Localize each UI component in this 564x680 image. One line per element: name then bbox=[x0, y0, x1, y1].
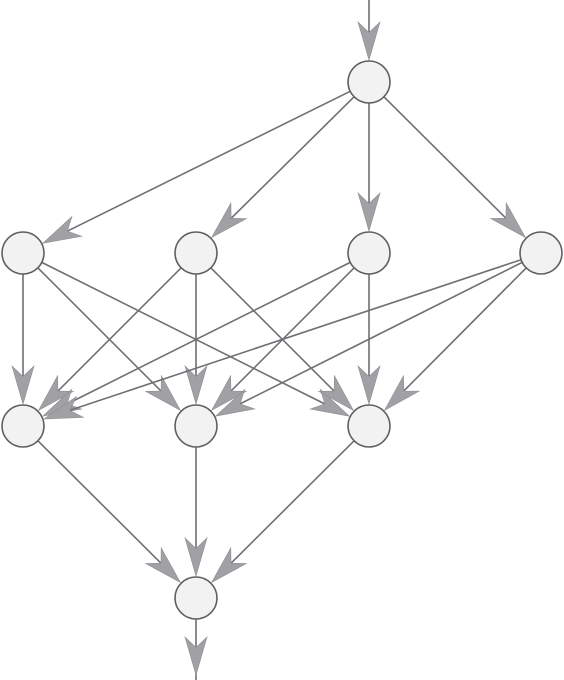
arrowhead bbox=[144, 374, 182, 412]
node-low3 bbox=[347, 404, 391, 448]
edge-line bbox=[54, 267, 182, 395]
edge-input-to-top bbox=[357, 0, 381, 62]
edge-mid2-to-low1 bbox=[37, 267, 182, 412]
arrowhead bbox=[317, 374, 355, 412]
arrowhead bbox=[184, 636, 208, 677]
arrowhead bbox=[144, 546, 182, 584]
arrowhead bbox=[309, 388, 351, 417]
edge-top-to-mid4 bbox=[383, 96, 527, 239]
edge-top-to-mid3 bbox=[357, 103, 381, 233]
edge-mid4-to-low3 bbox=[383, 267, 527, 412]
arrowhead bbox=[210, 374, 248, 412]
edge-line bbox=[235, 261, 523, 407]
edge-line bbox=[400, 267, 527, 395]
arrowhead bbox=[41, 215, 83, 244]
edge-line bbox=[65, 258, 522, 413]
edge-mid4-to-low2 bbox=[214, 261, 523, 417]
edge-bottom-to-output bbox=[184, 619, 208, 680]
arrowhead bbox=[184, 537, 208, 578]
arrowhead bbox=[37, 374, 75, 412]
edge-line bbox=[227, 267, 355, 395]
edge-top-to-mid2 bbox=[210, 96, 355, 239]
arrowhead bbox=[214, 388, 256, 417]
edge-mid1-to-low2 bbox=[37, 267, 182, 412]
arrowhead bbox=[210, 546, 248, 584]
edge-line bbox=[383, 96, 510, 222]
edge-mid1-to-low1 bbox=[11, 274, 35, 406]
edge-line bbox=[37, 440, 165, 567]
node-low2 bbox=[174, 404, 218, 448]
arrowhead bbox=[357, 21, 381, 62]
edge-mid3-to-low2 bbox=[210, 267, 355, 412]
edge-line bbox=[210, 267, 338, 395]
edge-mid2-to-low3 bbox=[210, 267, 355, 412]
edge-mid2-to-low2 bbox=[184, 274, 208, 406]
edge-line bbox=[62, 90, 351, 234]
arrowhead bbox=[184, 365, 208, 406]
node-mid2 bbox=[174, 231, 218, 275]
arrowhead bbox=[42, 395, 85, 420]
node-mid4 bbox=[519, 231, 563, 275]
edges-layer bbox=[11, 0, 527, 680]
nodes-layer bbox=[1, 60, 563, 620]
edge-low2-to-bottom bbox=[184, 447, 208, 578]
edge-mid4-to-low1 bbox=[42, 258, 522, 420]
node-top bbox=[347, 60, 391, 104]
edge-mid3-to-low3 bbox=[357, 274, 381, 406]
edge-line bbox=[62, 261, 351, 407]
edge-low3-to-bottom bbox=[210, 440, 355, 584]
edge-low1-to-bottom bbox=[37, 440, 182, 584]
arrowhead bbox=[210, 201, 248, 239]
edge-line bbox=[37, 267, 165, 395]
node-bottom bbox=[174, 576, 218, 620]
arrowhead bbox=[383, 374, 421, 412]
node-mid1 bbox=[1, 231, 45, 275]
arrowhead bbox=[11, 365, 35, 406]
edge-line bbox=[227, 96, 355, 223]
arrowhead bbox=[357, 192, 381, 233]
edge-line bbox=[41, 261, 330, 407]
edge-line bbox=[227, 440, 355, 567]
arrowhead bbox=[357, 365, 381, 406]
node-mid3 bbox=[347, 231, 391, 275]
node-low1 bbox=[1, 404, 45, 448]
edge-top-to-mid1 bbox=[41, 90, 351, 244]
edge-mid1-to-low3 bbox=[41, 261, 351, 417]
arrowhead bbox=[489, 201, 527, 239]
